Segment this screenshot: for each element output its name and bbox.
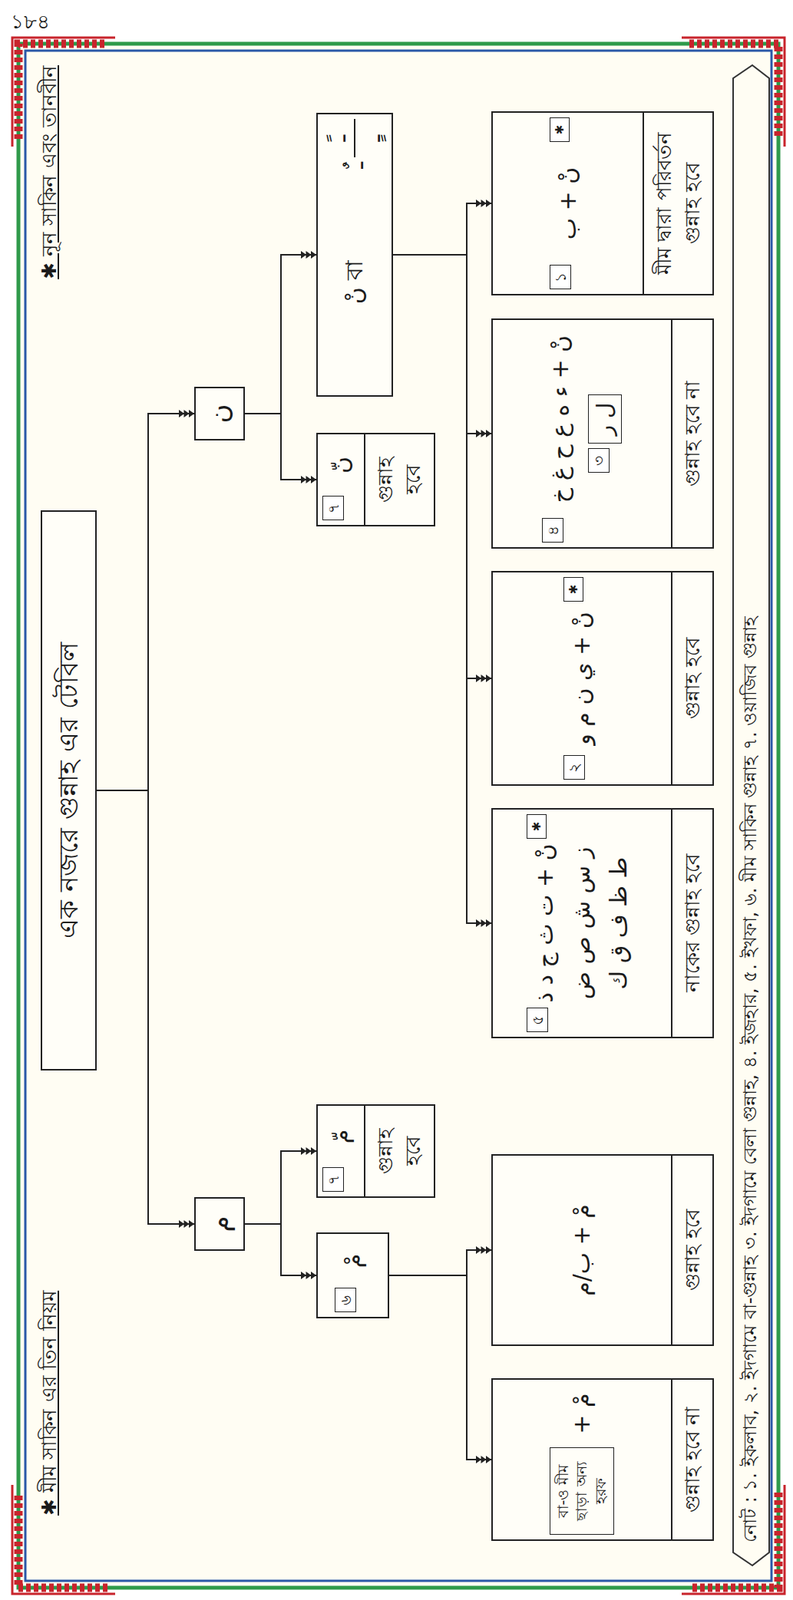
formula: مْ bbox=[334, 1239, 372, 1284]
rule-box: ৪ نْ + ء ه ع ح غ خ ৩ ل ر গুন্নাহ হবে না bbox=[491, 318, 714, 549]
connector-arrow bbox=[389, 1250, 492, 1276]
formula: نّ bbox=[322, 439, 360, 492]
note-band bbox=[733, 65, 770, 1567]
connector-arrow bbox=[393, 254, 492, 924]
star-mark: ✱ bbox=[563, 577, 584, 602]
letter-text: م bbox=[202, 1215, 237, 1233]
fraction-line bbox=[353, 118, 356, 158]
formula: نْ + ت ث ج د ذ ز س ش ص ض ط ظ ف ق ك bbox=[526, 843, 638, 1004]
result-text: গুন্নাহ হবে না bbox=[678, 326, 707, 542]
rule-box: বা-ও মীম ছাড়া অন্য হরফ+ مْ গুন্নাহ হবে ন… bbox=[491, 1378, 714, 1542]
result-text: নাকের গুন্নাহ হবে bbox=[678, 816, 707, 1031]
formula: + مْ bbox=[563, 1384, 601, 1444]
result-text: গুন্নাহ হবে bbox=[678, 1162, 707, 1339]
footnote: নোট : ১. ইকলাব, ২. ইদগামে বা-গুন্নাহ ৩. … bbox=[738, 88, 763, 1544]
result-text: গুন্নাহ হবে না bbox=[678, 1386, 707, 1534]
rule-box: مْ + ب/م গুন্নাহ হবে bbox=[491, 1154, 714, 1347]
connector-arrow bbox=[96, 790, 195, 1225]
connector-arrow bbox=[244, 413, 317, 480]
letter-note: বা-ও মীম ছাড়া অন্য হরফ bbox=[549, 1447, 615, 1536]
result-text: গুন্নাহ হবে bbox=[678, 578, 707, 779]
connector-arrow bbox=[244, 1151, 317, 1225]
corner-ornament bbox=[18, 43, 779, 1589]
formula: نْ + ب bbox=[549, 146, 587, 261]
callout-number: ৭ bbox=[322, 495, 344, 521]
tanween-mark: ـً bbox=[322, 135, 353, 143]
callout-number: ৬ bbox=[334, 1288, 357, 1313]
letter-group: ل ر bbox=[588, 394, 622, 445]
callout-number: ৭ bbox=[322, 1167, 344, 1193]
rule-box: ৭ مّগুন্নাহ হবে bbox=[316, 1104, 436, 1199]
callout-number: ৩ bbox=[588, 448, 610, 473]
formula: مّ bbox=[322, 1110, 360, 1164]
rule-box: ২ نْ + ي ن م و ✱ গুন্নাহ হবে bbox=[491, 571, 714, 787]
rule-box: ৫ نْ + ت ث ج د ذ ز س ش ص ض ط ظ ف ق ك ✱ নাকে… bbox=[491, 808, 714, 1039]
callout-number: ১ bbox=[549, 264, 572, 290]
letter-box: م bbox=[194, 1197, 245, 1252]
rule-box: ৭ نّগুন্নাহ হবে bbox=[316, 432, 436, 527]
title-text: এক নজরে গুন্নাহ এর টেবিল bbox=[51, 642, 86, 939]
frame-blue bbox=[25, 50, 772, 1582]
frame-green bbox=[18, 43, 779, 1589]
formula: مْ + ب/م bbox=[563, 1160, 601, 1341]
result-text: মীম দ্বারা পরিবর্তন গুন্নাহ হবে bbox=[650, 118, 707, 288]
letter-box: ن bbox=[194, 386, 245, 441]
callout-number: ৪ bbox=[541, 518, 564, 543]
result-text: গুন্নাহ হবে bbox=[371, 1112, 428, 1191]
star-mark: ✱ bbox=[549, 117, 570, 143]
connector-arrow bbox=[389, 1275, 492, 1461]
rule-box: ৬ مْ bbox=[316, 1232, 390, 1319]
star-mark: ✱ bbox=[526, 814, 547, 840]
tanween-mark: ـٌ bbox=[340, 161, 371, 169]
letter-text: ن bbox=[202, 404, 237, 424]
formula: نْ বা bbox=[336, 173, 374, 391]
rule-box: نْ বা ـٌ ـًـٍ bbox=[316, 112, 394, 397]
side-note: ✱ নূন সাকিন এবং তানবীন bbox=[33, 65, 68, 473]
title-box: এক নজরে গুন্নাহ এর টেবিল bbox=[40, 510, 97, 1071]
callout-number: ২ bbox=[563, 755, 585, 780]
tanween-mark: ـٍ bbox=[356, 135, 387, 143]
formula: نْ + ي ن م و bbox=[563, 606, 601, 751]
result-text: গুন্নাহ হবে bbox=[371, 440, 428, 519]
formula: نْ + ء ه ع ح غ خ bbox=[541, 324, 579, 514]
connector-arrow bbox=[393, 254, 492, 434]
connector-arrow bbox=[96, 413, 195, 791]
page-number: ১৮৪ bbox=[10, 6, 50, 40]
connector-arrow bbox=[244, 1224, 317, 1276]
corner-ornament bbox=[12, 37, 785, 1595]
callout-number: ৫ bbox=[526, 1007, 549, 1033]
side-note: ✱ মীম সাকিন এর তিন নিয়ম bbox=[33, 1101, 68, 1517]
connector-arrow bbox=[244, 254, 317, 414]
connector-arrow bbox=[393, 203, 492, 255]
rule-box: ১ نْ + ب ✱ মীম দ্বারা পরিবর্তন গুন্নাহ হবে bbox=[491, 111, 714, 296]
